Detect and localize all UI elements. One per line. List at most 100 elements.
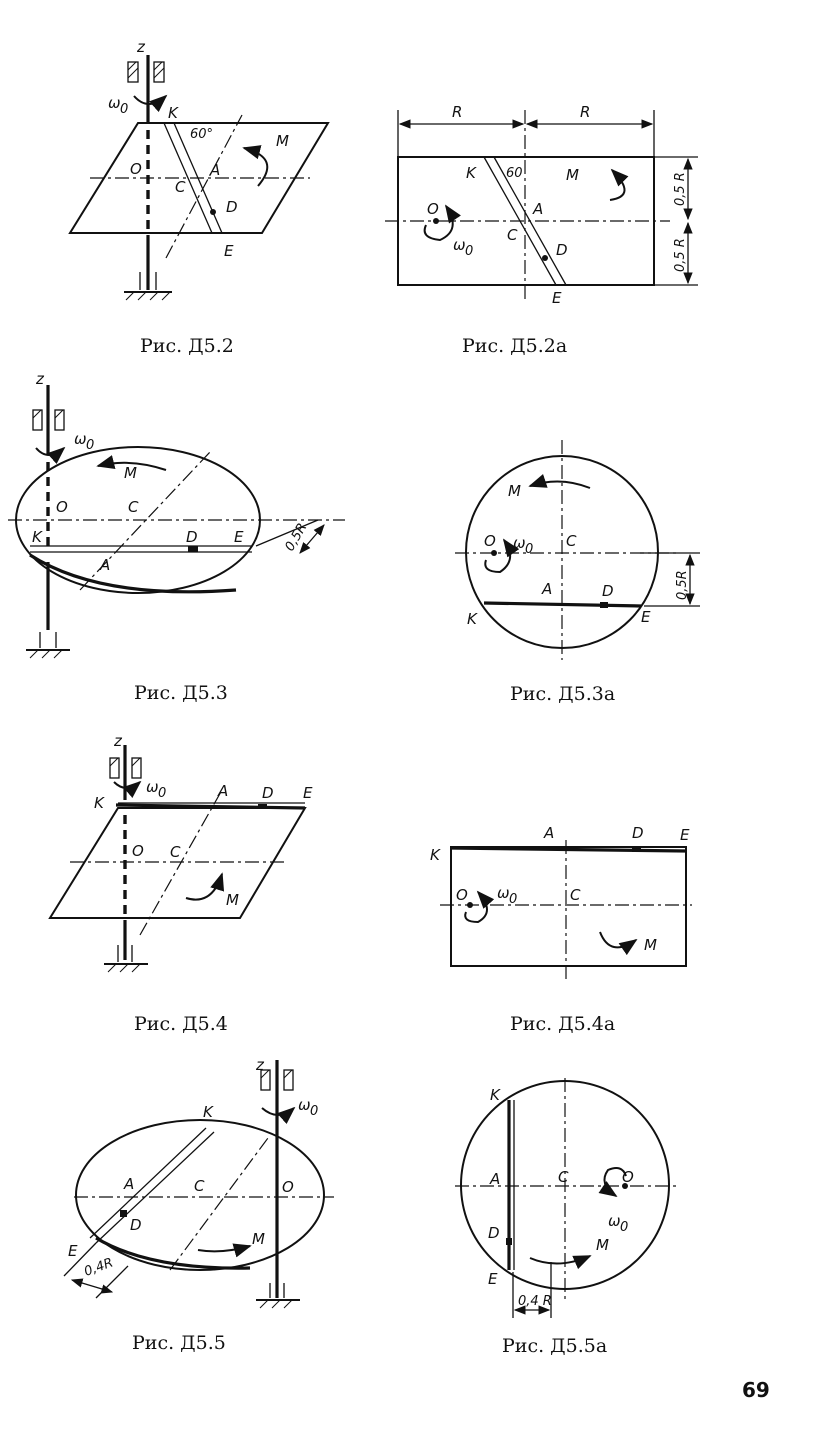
point-e-label: E (224, 242, 234, 260)
svg-text:ω: ω (513, 534, 526, 552)
dim-half-r-top: 0,5 R (673, 172, 688, 206)
svg-text:A: A (489, 1170, 500, 1188)
svg-text:C: C (558, 1168, 569, 1186)
moment-label: M (276, 132, 289, 150)
svg-text:O: O (282, 1178, 294, 1196)
svg-text:A: A (541, 580, 552, 598)
svg-text:0: 0 (86, 438, 94, 453)
svg-text:K: K (203, 1103, 214, 1121)
dim-04r-b: 0,4 R (518, 1294, 552, 1309)
caption-d5-5a: Рис. Д5.5а (502, 1335, 607, 1357)
figure-d5-4: z ω 0 K A D E O C M Рис. Д5.4 (48, 732, 313, 1035)
figure-d5-5: 0,4R z ω 0 K A C O D E M Рис. Д5.5 (63, 1056, 334, 1354)
svg-text:M: M (644, 936, 657, 954)
dim-r-right: R (580, 103, 590, 121)
svg-text:A: A (217, 782, 228, 800)
svg-text:K: K (490, 1086, 501, 1104)
figure-d5-2a: R R 0,5 R 0,5 R K 60 M O A C ω 0 D E Рис… (385, 103, 698, 357)
svg-text:E: E (641, 608, 651, 626)
svg-text:C: C (566, 532, 577, 550)
svg-text:D: D (602, 582, 614, 600)
svg-text:ω: ω (146, 778, 159, 796)
z-axis-label: z (136, 38, 146, 56)
svg-text:D: D (186, 528, 198, 546)
svg-text:C: C (570, 886, 581, 904)
svg-text:K: K (466, 164, 477, 182)
svg-text:O: O (622, 1168, 634, 1186)
svg-text:O: O (427, 200, 439, 218)
page-number: 69 (742, 1378, 770, 1402)
svg-text:E: E (552, 289, 562, 307)
point-o-label: O (130, 160, 142, 178)
point-k-label: K (168, 104, 179, 122)
svg-text:0: 0 (525, 542, 533, 557)
figure-d5-2: z ω 0 K 60° M O A C D E Рис. Д5.2 (68, 38, 330, 357)
svg-text:C: C (194, 1177, 205, 1195)
point-d-label: D (226, 198, 238, 216)
svg-text:E: E (234, 528, 244, 546)
svg-text:A: A (543, 824, 554, 842)
svg-text:0: 0 (310, 1104, 318, 1119)
svg-text:A: A (99, 556, 110, 574)
point-a-label: A (209, 161, 220, 179)
caption-d5-3a: Рис. Д5.3а (510, 683, 615, 705)
svg-text:O: O (456, 886, 468, 904)
svg-text:M: M (508, 482, 521, 500)
svg-text:O: O (484, 532, 496, 550)
plate (68, 122, 330, 234)
caption-d5-2a: Рис. Д5.2а (462, 335, 567, 357)
svg-text:D: D (632, 824, 644, 842)
svg-text:D: D (556, 241, 568, 259)
svg-text:0,5R: 0,5R (675, 570, 690, 600)
svg-text:M: M (566, 166, 579, 184)
svg-text:E: E (488, 1270, 498, 1288)
svg-text:0: 0 (509, 892, 517, 907)
svg-text:E: E (680, 826, 690, 844)
svg-text:D: D (130, 1216, 142, 1234)
svg-text:A: A (123, 1175, 134, 1193)
svg-text:ω: ω (497, 884, 510, 902)
dim-04r: 0,4R (82, 1255, 115, 1279)
svg-text:E: E (68, 1242, 78, 1260)
caption-d5-2: Рис. Д5.2 (140, 335, 234, 357)
svg-text:0: 0 (120, 102, 128, 117)
figure-d5-3a: 0,5R M O ω 0 C A D K E Рис. Д5.3а (455, 440, 700, 705)
dim-half-r: 0,5R (282, 521, 310, 554)
svg-text:A: A (532, 200, 543, 218)
omega-label: ω (108, 94, 121, 112)
figure-d5-5a: 0,4 R K A C O ω 0 D M E Рис. Д5.5а (455, 1078, 676, 1357)
point-c-label: C (175, 178, 186, 196)
angle-label: 60° (190, 127, 213, 142)
svg-text:z: z (255, 1056, 265, 1074)
svg-text:M: M (596, 1236, 609, 1254)
caption-d5-5: Рис. Д5.5 (132, 1332, 226, 1354)
caption-d5-4a: Рис. Д5.4а (510, 1013, 615, 1035)
svg-text:K: K (94, 794, 105, 812)
svg-text:ω: ω (74, 430, 87, 448)
svg-text:ω: ω (453, 236, 466, 254)
svg-text:0: 0 (158, 786, 166, 801)
svg-text:M: M (252, 1230, 265, 1248)
svg-text:ω: ω (298, 1096, 311, 1114)
svg-text:0: 0 (465, 244, 473, 259)
svg-text:K: K (430, 846, 441, 864)
svg-text:K: K (32, 528, 43, 546)
dim-r-left: R (452, 103, 462, 121)
svg-text:C: C (128, 498, 139, 516)
disk-5 (75, 1119, 325, 1271)
caption-d5-4: Рис. Д5.4 (134, 1013, 228, 1035)
caption-d5-3: Рис. Д5.3 (134, 682, 228, 704)
svg-text:z: z (35, 370, 45, 388)
svg-text:z: z (113, 732, 123, 750)
svg-text:C: C (507, 226, 518, 244)
svg-text:O: O (132, 842, 144, 860)
angle-label-2a: 60 (506, 166, 523, 181)
svg-text:M: M (124, 464, 137, 482)
svg-text:M: M (226, 891, 239, 909)
svg-text:0: 0 (620, 1220, 628, 1235)
figure-d5-3: 0,5R z ω 0 M O C K D E A Рис. Д5.3 (8, 370, 345, 704)
svg-text:E: E (303, 784, 313, 802)
svg-text:K: K (467, 610, 478, 628)
svg-text:C: C (170, 843, 181, 861)
